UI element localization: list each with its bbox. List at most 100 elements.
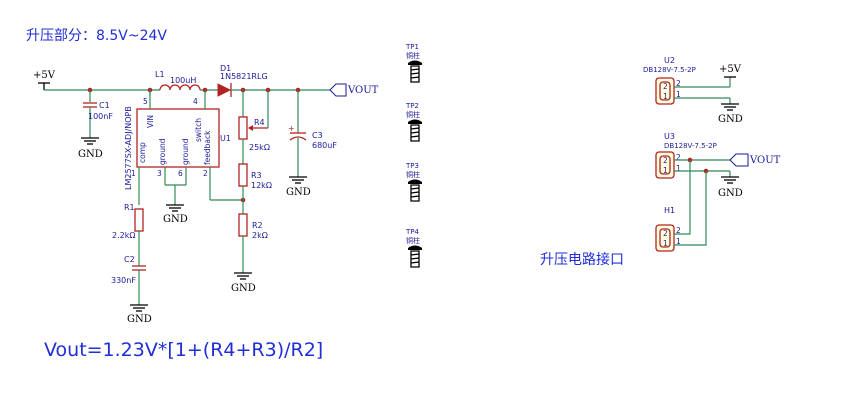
gnd-r2: GND — [231, 272, 256, 294]
svg-text:2: 2 — [663, 156, 668, 165]
r3-resistor: R3 12kΩ — [238, 163, 272, 190]
plus5v-right-symbol: +5V — [719, 64, 742, 78]
d1-ref: D1 — [220, 64, 231, 73]
plus5v-right-label: +5V — [719, 64, 742, 75]
u1-ground1-num: 3 — [157, 169, 162, 178]
u1-ground2-num: 6 — [178, 169, 183, 178]
vout-u3-label: VOUT — [749, 155, 781, 166]
u1-comp-num: 1 — [131, 169, 136, 178]
d1-value: 1N5821RLG — [220, 72, 268, 81]
tp1-test-point: TP1 铜柱 — [405, 43, 422, 83]
tp3-test-point: TP3 铜柱 — [405, 162, 422, 202]
svg-text:GND: GND — [718, 114, 743, 125]
svg-text:2: 2 — [676, 79, 681, 88]
r4-value: 25kΩ — [249, 143, 270, 152]
svg-text:2: 2 — [663, 82, 668, 91]
gnd-c3: GND — [286, 176, 311, 198]
r3-ref: R3 — [251, 171, 262, 180]
tp2-test-point: TP2 铜柱 — [405, 102, 422, 142]
gnd-u2: GND — [718, 103, 743, 125]
c1-value: 100nF — [88, 112, 113, 121]
svg-text:1: 1 — [676, 90, 681, 99]
u1-comp: comp — [138, 142, 147, 163]
svg-text:GND: GND — [718, 188, 743, 199]
gnd-c1: GND — [78, 137, 103, 160]
c3-value: 680uF — [312, 141, 337, 150]
svg-text:1: 1 — [676, 164, 681, 173]
u1-ground2: ground — [181, 138, 190, 165]
svg-text:1: 1 — [663, 92, 668, 101]
r1-resistor: R1 2.2kΩ — [112, 203, 144, 240]
gnd-u3: GND — [718, 176, 743, 199]
c2-ref: C2 — [124, 255, 135, 264]
interface-section-title: 升压电路接口 — [540, 251, 624, 268]
r1-value: 2.2kΩ — [112, 231, 135, 240]
r4-ref: R4 — [254, 118, 265, 127]
u1-switch-num: 4 — [193, 97, 198, 106]
u2-ref: U2 — [664, 56, 675, 65]
u1-feedback: feedback — [203, 130, 212, 165]
c3-ref: C3 — [312, 131, 323, 140]
svg-text:TP4: TP4 — [405, 228, 419, 236]
r4-potentiometer: R4 25kΩ — [238, 116, 270, 152]
svg-text:1: 1 — [676, 237, 681, 246]
svg-text:1: 1 — [663, 239, 668, 248]
u1-switch: switch — [194, 118, 203, 142]
l1-inductor: L1 100uH — [149, 70, 201, 96]
svg-text:铜柱: 铜柱 — [406, 51, 420, 60]
h1-pin1-wire — [674, 171, 707, 246]
svg-text:TP3: TP3 — [405, 162, 419, 170]
u2-connector: U2 DB128V-7.5-2P 2 1 2 1 — [643, 56, 696, 105]
h1-pin2-wire — [674, 160, 691, 235]
c1-ref: C1 — [99, 101, 110, 110]
r2-ref: R2 — [252, 221, 263, 230]
plus5v-left-symbol: +5V — [33, 70, 56, 90]
r2-value: 2kΩ — [252, 231, 268, 240]
h1-ref: H1 — [664, 206, 675, 215]
plus5v-left-label: +5V — [33, 70, 56, 81]
vout-formula: Vout=1.23V*[1+(R4+R3)/R2] — [44, 339, 323, 361]
svg-text:铜柱: 铜柱 — [406, 236, 420, 245]
svg-text:+: + — [288, 124, 295, 133]
svg-text:GND: GND — [78, 149, 103, 160]
svg-text:2: 2 — [676, 226, 681, 235]
svg-text:TP1: TP1 — [405, 43, 419, 51]
svg-text:GND: GND — [163, 214, 188, 225]
svg-text:TP2: TP2 — [405, 102, 419, 110]
u1-part: LM2577SX-ADJ/NOPB — [124, 106, 133, 190]
u1-vin-num: 5 — [143, 97, 148, 106]
u3-part: DB128V-7.5-2P — [664, 142, 717, 150]
svg-text:1: 1 — [663, 166, 668, 175]
tp4-test-point: TP4 铜柱 — [405, 228, 422, 268]
svg-text:铜柱: 铜柱 — [406, 170, 420, 179]
u1-ground1: ground — [158, 138, 167, 165]
svg-text:2: 2 — [663, 229, 668, 238]
svg-text:2: 2 — [676, 153, 681, 162]
u1-vin: VIN — [146, 115, 155, 128]
r1-ref: R1 — [124, 203, 135, 212]
u1-feedback-num: 2 — [203, 169, 208, 178]
svg-text:GND: GND — [286, 187, 311, 198]
vout-net-flag: VOUT — [329, 83, 379, 97]
c3-capacitor: + C3 680uF — [288, 124, 337, 150]
u2-part: DB128V-7.5-2P — [643, 66, 696, 74]
vout-label: VOUT — [347, 85, 379, 96]
u1-ic: 5 4 VIN switch comp ground ground feedba… — [124, 90, 231, 205]
c1-capacitor: C1 100nF — [83, 90, 113, 138]
vout-u3-net-flag: VOUT — [729, 153, 781, 167]
gnd-c2: GND — [127, 304, 152, 325]
h1-connector: H1 2 1 2 1 — [655, 206, 681, 252]
u1-ref: U1 — [220, 134, 231, 143]
c2-value: 330nF — [111, 276, 136, 285]
gnd-u1: GND — [163, 204, 188, 225]
u3-connector: U3 DB128V-7.5-2P 2 1 2 1 — [655, 132, 717, 179]
u3-ref: U3 — [664, 132, 675, 141]
c2-capacitor: C2 330nF — [111, 255, 146, 285]
r3-value: 12kΩ — [251, 181, 272, 190]
l1-value: 100uH — [170, 76, 196, 85]
boost-section-title: 升压部分：8.5V~24V — [26, 28, 167, 44]
svg-text:GND: GND — [127, 314, 152, 325]
svg-text:铜柱: 铜柱 — [406, 110, 420, 119]
svg-text:GND: GND — [231, 283, 256, 294]
